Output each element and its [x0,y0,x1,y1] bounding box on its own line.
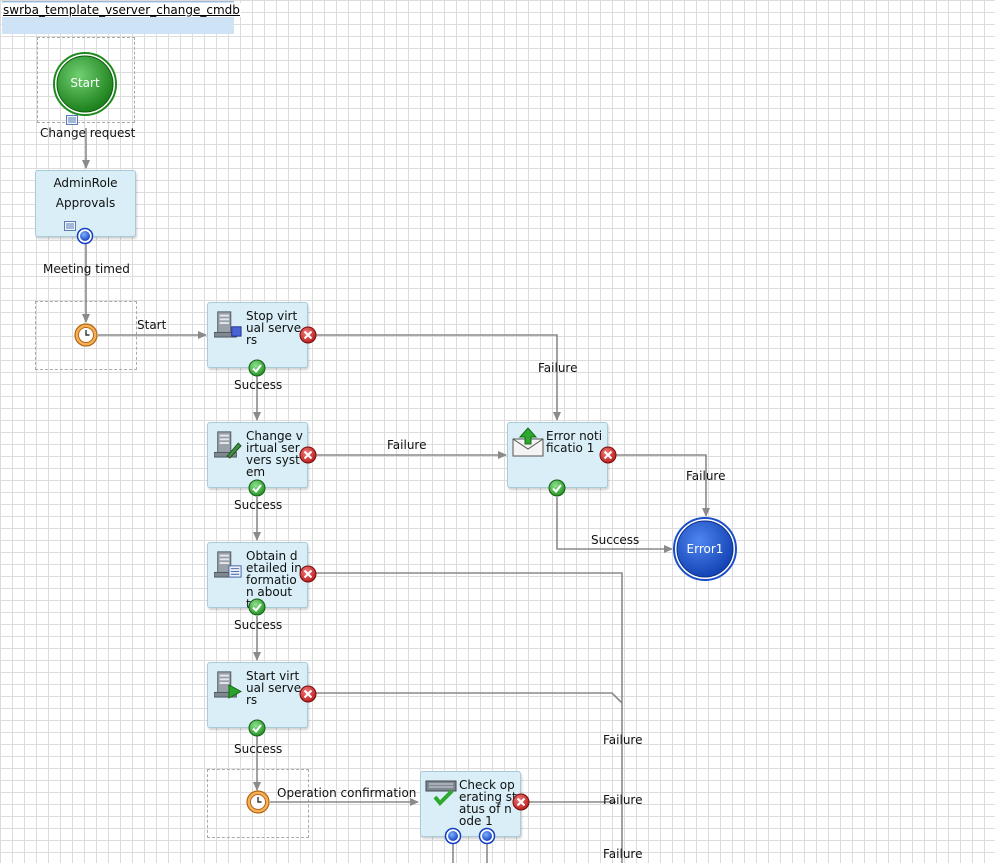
edge-start-failure [316,692,623,704]
server-icon [214,671,242,699]
error-notification-label: Error notificatio 1 [546,429,603,455]
success-badge-icon[interactable] [248,479,266,497]
edge-label-failure: Failure [603,733,643,747]
meeting-timed-label: Meeting timed [43,262,130,276]
edge-label-failure: Failure [686,469,726,483]
failure-badge-icon[interactable] [299,326,317,344]
server-icon [214,311,242,338]
success-badge-icon[interactable] [248,719,266,737]
server-icon [214,551,242,578]
timer-icon [74,323,98,347]
edge-stop-failure [316,334,561,421]
edge-label-success: Success [234,378,283,392]
edge-label-success: Success [234,742,283,756]
edge-label-operation-confirmation: Operation confirmation [277,786,417,800]
approvals-label: Approvals [55,196,116,210]
edge-label-success: Success [234,498,283,512]
template-title-bar: swrba_template_vserver_change_cmdb [2,1,241,34]
error-notification-task[interactable]: Error notificatio 1 [507,422,608,488]
timer-icon [246,790,270,814]
edge-error-failure [616,454,710,517]
admin-role-label: AdminRole [53,176,118,190]
edge-label-failure: Failure [538,361,578,375]
start-virtual-servers-task[interactable]: Start virtual servers [207,662,308,728]
connector-icon[interactable] [76,227,94,245]
edge-error-success [556,497,673,553]
check-status-label: Check operating status of node 1 [459,778,517,828]
edge-label-failure: Failure [603,847,643,861]
admin-role-approvals-task[interactable]: AdminRole Approvals [35,170,136,237]
connector-icon[interactable] [444,827,462,845]
error1-node[interactable] [673,517,737,581]
server-icon [425,780,457,806]
stop-virtual-servers-task[interactable]: Stop virtual servers [207,302,308,368]
mail-icon [512,427,544,457]
error1-node-label: Error1 [686,542,724,556]
success-badge-icon[interactable] [248,359,266,377]
edge-label-success: Success [591,533,640,547]
failure-badge-icon[interactable] [512,793,530,811]
form-icon [66,115,78,125]
connector-icon[interactable] [478,827,496,845]
failure-badge-icon[interactable] [299,685,317,703]
server-icon [214,431,242,459]
change-request-label: Change request [40,126,136,140]
start-vs-label: Start virtual servers [246,669,302,707]
edge-label-start: Start [137,318,167,332]
failure-badge-icon[interactable] [299,446,317,464]
success-badge-icon[interactable] [248,598,266,616]
start-node-label: Start [70,76,100,90]
template-title[interactable]: swrba_template_vserver_change_cmdb [2,3,241,17]
success-badge-icon[interactable] [548,479,566,497]
edge-label-success: Success [234,618,283,632]
edge-label-failure: Failure [603,793,643,807]
edge-label-failure: Failure [387,438,427,452]
start-node[interactable] [53,52,117,116]
timer2-container [207,769,309,838]
failure-badge-icon[interactable] [599,446,617,464]
check-operating-status-task[interactable]: Check operating status of node 1 [420,771,521,837]
edge-obtain-failure [316,572,623,863]
change-vs-label: Change virtual servers system [246,429,303,479]
change-virtual-servers-task[interactable]: Change virtual servers system [207,422,308,488]
form-icon [64,221,76,231]
start-container [37,37,135,123]
stop-vs-label: Stop virtual servers [246,309,302,347]
failure-badge-icon[interactable] [299,565,317,583]
